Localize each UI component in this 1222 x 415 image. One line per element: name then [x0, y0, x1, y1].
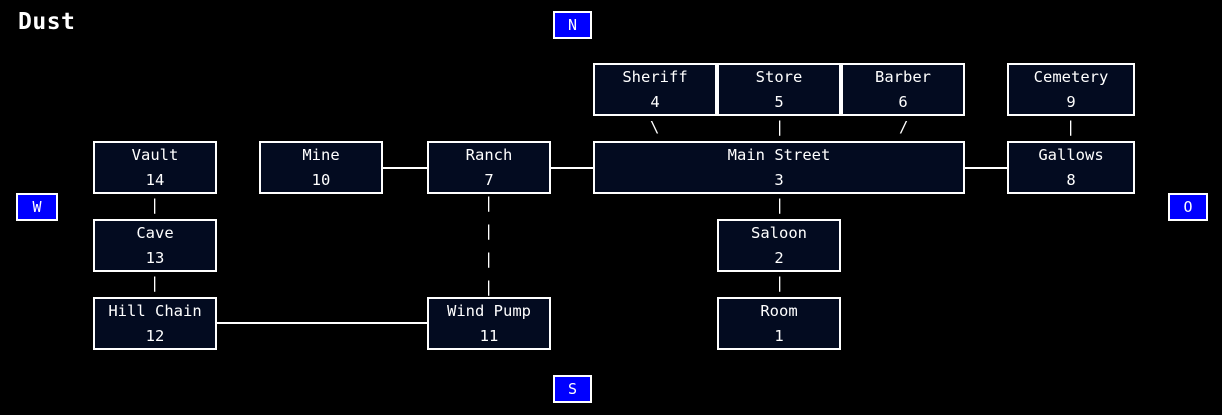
connector-hill-chain-wind-pump [215, 322, 429, 324]
room-name: Cave [136, 224, 174, 243]
room-name: Saloon [751, 224, 807, 243]
room-id: 8 [1066, 170, 1076, 189]
connector-glyph-saloon-room: | [775, 274, 785, 292]
connector-mine-ranch [382, 167, 428, 169]
compass-east-label: O [1183, 197, 1193, 216]
connector-glyph-vault-cave: | [150, 196, 160, 214]
room-id: 14 [145, 170, 165, 189]
room-name: Vault [131, 146, 179, 165]
connector-main-street-gallows [963, 167, 1008, 169]
room-cemetery[interactable]: Cemetery 9 [1007, 63, 1135, 116]
connector-ranch-main-street [549, 167, 594, 169]
connector-glyph-cemetery-gallows: | [1066, 118, 1076, 136]
compass-marker-south[interactable]: S [553, 375, 592, 403]
room-id: 6 [898, 92, 908, 111]
room-cave[interactable]: Cave 13 [93, 219, 217, 272]
room-id: 7 [484, 170, 494, 189]
room-vault[interactable]: Vault 14 [93, 141, 217, 194]
room-saloon[interactable]: Saloon 2 [717, 219, 841, 272]
room-store[interactable]: Store 5 [717, 63, 841, 116]
connector-glyph-ranch-wind-pump-1: | [484, 194, 494, 212]
room-room[interactable]: Room 1 [717, 297, 841, 350]
room-id: 11 [479, 326, 499, 345]
room-id: 1 [774, 326, 784, 345]
map-title: Dust [18, 9, 76, 35]
room-mine[interactable]: Mine 10 [259, 141, 383, 194]
room-name: Room [760, 302, 798, 321]
compass-west-label: W [32, 197, 42, 216]
room-name: Barber [875, 68, 931, 87]
room-sheriff[interactable]: Sheriff 4 [593, 63, 717, 116]
room-name: Store [755, 68, 803, 87]
connector-glyph-cave-hill-chain: | [150, 274, 160, 292]
room-barber[interactable]: Barber 6 [841, 63, 965, 116]
room-id: 13 [145, 248, 165, 267]
connector-glyph-ranch-wind-pump-3: | [484, 250, 494, 268]
room-name: Main Street [727, 146, 831, 165]
room-name: Mine [302, 146, 340, 165]
compass-south-label: S [567, 379, 578, 398]
room-id: 5 [774, 92, 784, 111]
room-id: 9 [1066, 92, 1076, 111]
room-name: Gallows [1038, 146, 1104, 165]
room-id: 12 [145, 326, 165, 345]
room-name: Hill Chain [108, 302, 202, 321]
connector-glyph-main-street-saloon: | [775, 196, 785, 214]
room-name: Sheriff [622, 68, 688, 87]
room-name: Ranch [465, 146, 513, 165]
connector-glyph-store-main-street: | [775, 118, 785, 136]
room-wind-pump[interactable]: Wind Pump 11 [427, 297, 551, 350]
connector-glyph-sheriff-main-street: \ [650, 118, 660, 136]
room-name: Cemetery [1033, 68, 1109, 87]
connector-glyph-ranch-wind-pump-2: | [484, 222, 494, 240]
room-id: 10 [311, 170, 331, 189]
room-gallows[interactable]: Gallows 8 [1007, 141, 1135, 194]
connector-glyph-ranch-wind-pump-4: | [484, 278, 494, 296]
room-ranch[interactable]: Ranch 7 [427, 141, 551, 194]
compass-marker-north[interactable]: N [553, 11, 592, 39]
room-main-street[interactable]: Main Street 3 [593, 141, 965, 194]
room-id: 4 [650, 92, 660, 111]
compass-marker-east[interactable]: O [1168, 193, 1208, 221]
room-id: 2 [774, 248, 784, 267]
room-name: Wind Pump [447, 302, 531, 321]
compass-marker-west[interactable]: W [16, 193, 58, 221]
compass-north-label: N [567, 15, 578, 34]
room-hill-chain[interactable]: Hill Chain 12 [93, 297, 217, 350]
room-id: 3 [774, 170, 784, 189]
connector-glyph-barber-main-street: / [899, 118, 909, 136]
